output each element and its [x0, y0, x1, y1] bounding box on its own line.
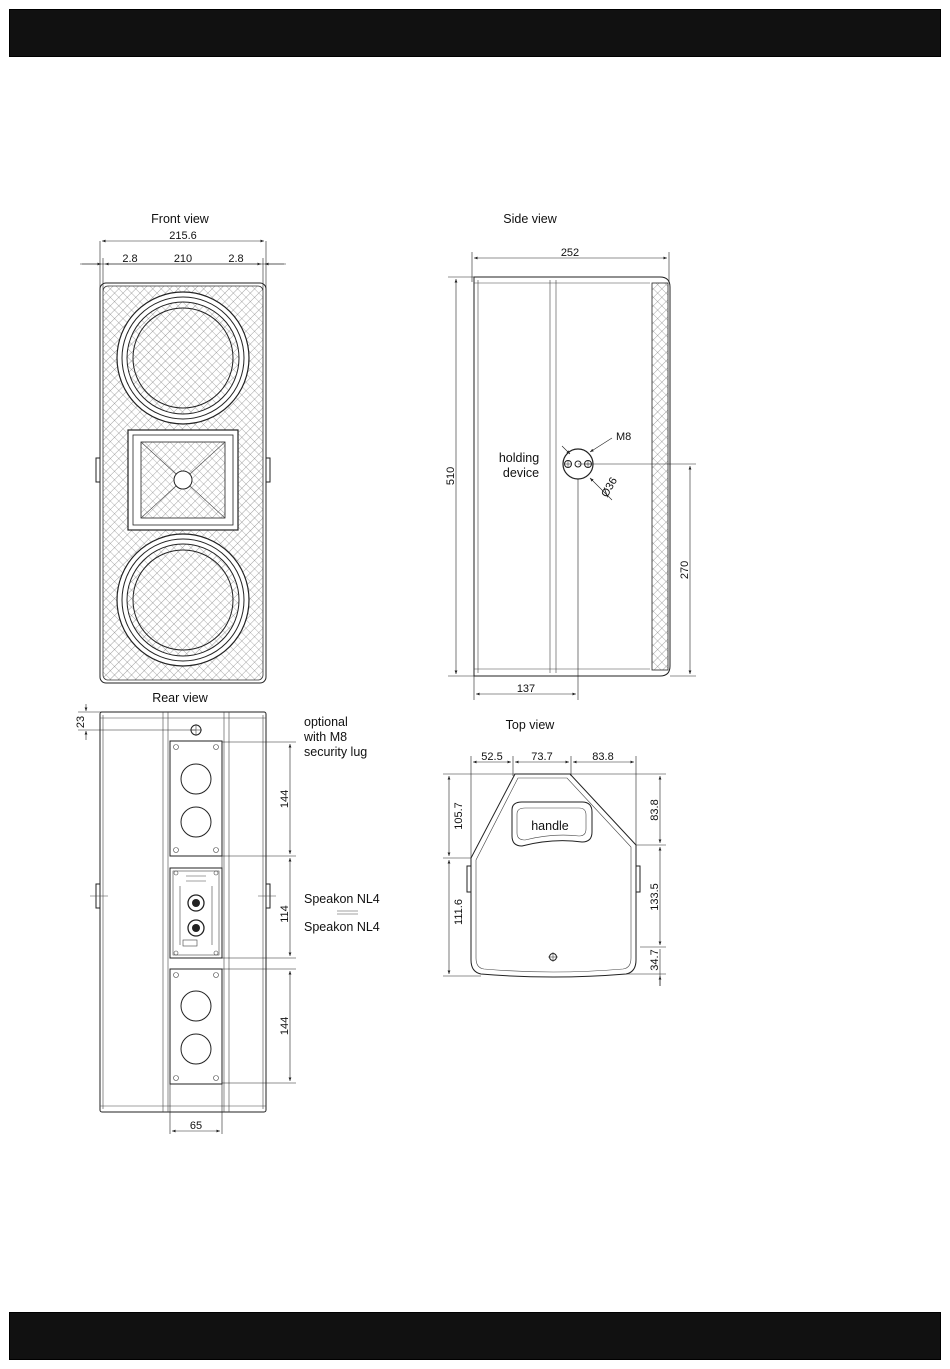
top-dim-left-upper: 105.7: [453, 802, 465, 830]
top-dim-right-lower: 34.7: [649, 949, 661, 970]
connector-label-1: Speakon NL4: [304, 892, 380, 906]
rear-dim-top: 23: [75, 716, 87, 728]
rear-view-title: Rear view: [152, 691, 209, 705]
side-dim-mount-height: 270: [679, 561, 691, 579]
top-view-title: Top view: [506, 718, 556, 732]
holding-label-line1: holding: [499, 451, 539, 465]
lug-note-line1: optional: [304, 715, 348, 729]
lug-note-line2: with M8: [303, 730, 347, 744]
top-dim-b: 73.7: [531, 751, 552, 763]
upper-woofer: [117, 292, 249, 424]
lug-note-line3: security lug: [304, 745, 367, 759]
top-outline: [471, 774, 636, 977]
side-dim-depth: 252: [561, 247, 579, 259]
holding-label-line2: device: [503, 466, 539, 480]
connector-label-2: Speakon NL4: [304, 920, 380, 934]
rear-lower-panel: [170, 969, 222, 1084]
front-dim-center: 210: [174, 253, 192, 265]
top-dim-c: 83.8: [592, 751, 613, 763]
handle-label: handle: [531, 819, 569, 833]
holding-thread-label: M8: [616, 431, 631, 443]
front-dim-left: 2.8: [122, 253, 137, 265]
side-view: Side view 252 510: [445, 212, 696, 700]
top-dim-a: 52.5: [481, 751, 502, 763]
rear-dim-panel1: 144: [279, 790, 291, 808]
side-view-title: Side view: [503, 212, 557, 226]
top-dim-right-mid: 133.5: [649, 883, 661, 911]
rear-dim-connector: 114: [279, 905, 291, 923]
rear-view: Rear view 23: [75, 691, 380, 1134]
front-view-title: Front view: [151, 212, 210, 226]
horn-tweeter: [128, 430, 238, 530]
front-dim-overall: 215.6: [169, 230, 197, 242]
rear-connector-panel: [170, 868, 222, 958]
top-view: Top view 52.5 73.7 83.8 handle: [443, 718, 666, 986]
front-view: Front view 215.6 2.8 210 2.8: [80, 212, 286, 683]
rear-dim-panel2: 144: [279, 1017, 291, 1035]
rear-upper-panel: [170, 741, 222, 856]
side-grille: [652, 283, 668, 670]
holding-diameter-label: Ø36: [599, 475, 620, 499]
rear-dim-width: 65: [190, 1120, 202, 1132]
top-dim-left-lower: 111.6: [453, 899, 465, 925]
lower-woofer: [117, 534, 249, 666]
side-dim-height: 510: [445, 467, 457, 485]
top-dim-right-upper: 83.8: [649, 799, 661, 820]
front-dim-right: 2.8: [228, 253, 243, 265]
side-dim-mount-depth: 137: [517, 683, 535, 695]
